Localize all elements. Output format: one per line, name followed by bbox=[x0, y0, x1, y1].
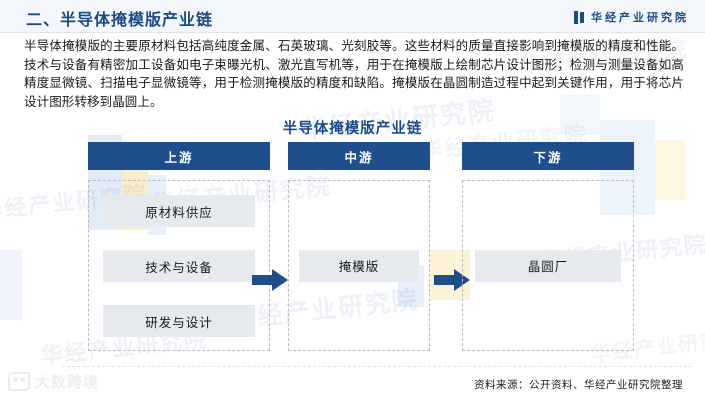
arrow-right-icon bbox=[252, 269, 288, 291]
brand-logo: 华经产业研究院 bbox=[574, 9, 689, 25]
chart-title: 半导体掩模版产业链 bbox=[282, 121, 423, 137]
column-upstream: 上游 原材料供应 技术与设备 研发与设计 bbox=[88, 142, 270, 351]
column-body-upstream: 原材料供应 技术与设备 研发与设计 bbox=[88, 180, 270, 351]
column-midstream: 中游 掩模版 bbox=[288, 142, 430, 351]
column-body-downstream: 晶圆厂 bbox=[462, 180, 634, 351]
column-body-midstream: 掩模版 bbox=[288, 180, 430, 351]
arrow-right-icon bbox=[434, 269, 470, 291]
panda-logo-mark bbox=[8, 372, 30, 391]
chain-item: 掩模版 bbox=[299, 249, 419, 282]
body-paragraph: 半导体掩模版的主要原材料包括高纯度金属、石英玻璃、光刻胶等。这些材料的质量直接影… bbox=[24, 39, 684, 109]
chain-item: 晶圆厂 bbox=[475, 249, 621, 282]
industry-chain-diagram: 上游 原材料供应 技术与设备 研发与设计 中游 掩模版 bbox=[0, 142, 705, 367]
column-header-upstream: 上游 bbox=[88, 142, 270, 170]
book-mark-icon bbox=[574, 10, 585, 24]
panda-logo-text: 大数跨境 bbox=[35, 374, 100, 391]
top-header-bar bbox=[0, 0, 705, 33]
panda-logo-icon: 大数跨境 bbox=[8, 371, 99, 392]
footer-divider bbox=[62, 366, 692, 367]
column-header-midstream: 中游 bbox=[288, 142, 430, 170]
chain-item: 技术与设备 bbox=[103, 250, 255, 282]
page-title: 二、半导体掩模版产业链 bbox=[26, 12, 214, 29]
source-note: 资料来源：公开资料、华经产业研究院整理 bbox=[474, 379, 683, 391]
column-downstream: 下游 晶圆厂 bbox=[462, 142, 634, 351]
brand-name: 华经产业研究院 bbox=[591, 12, 689, 24]
column-header-downstream: 下游 bbox=[462, 142, 634, 170]
chain-item: 原材料供应 bbox=[103, 195, 255, 227]
chain-item: 研发与设计 bbox=[103, 305, 255, 337]
